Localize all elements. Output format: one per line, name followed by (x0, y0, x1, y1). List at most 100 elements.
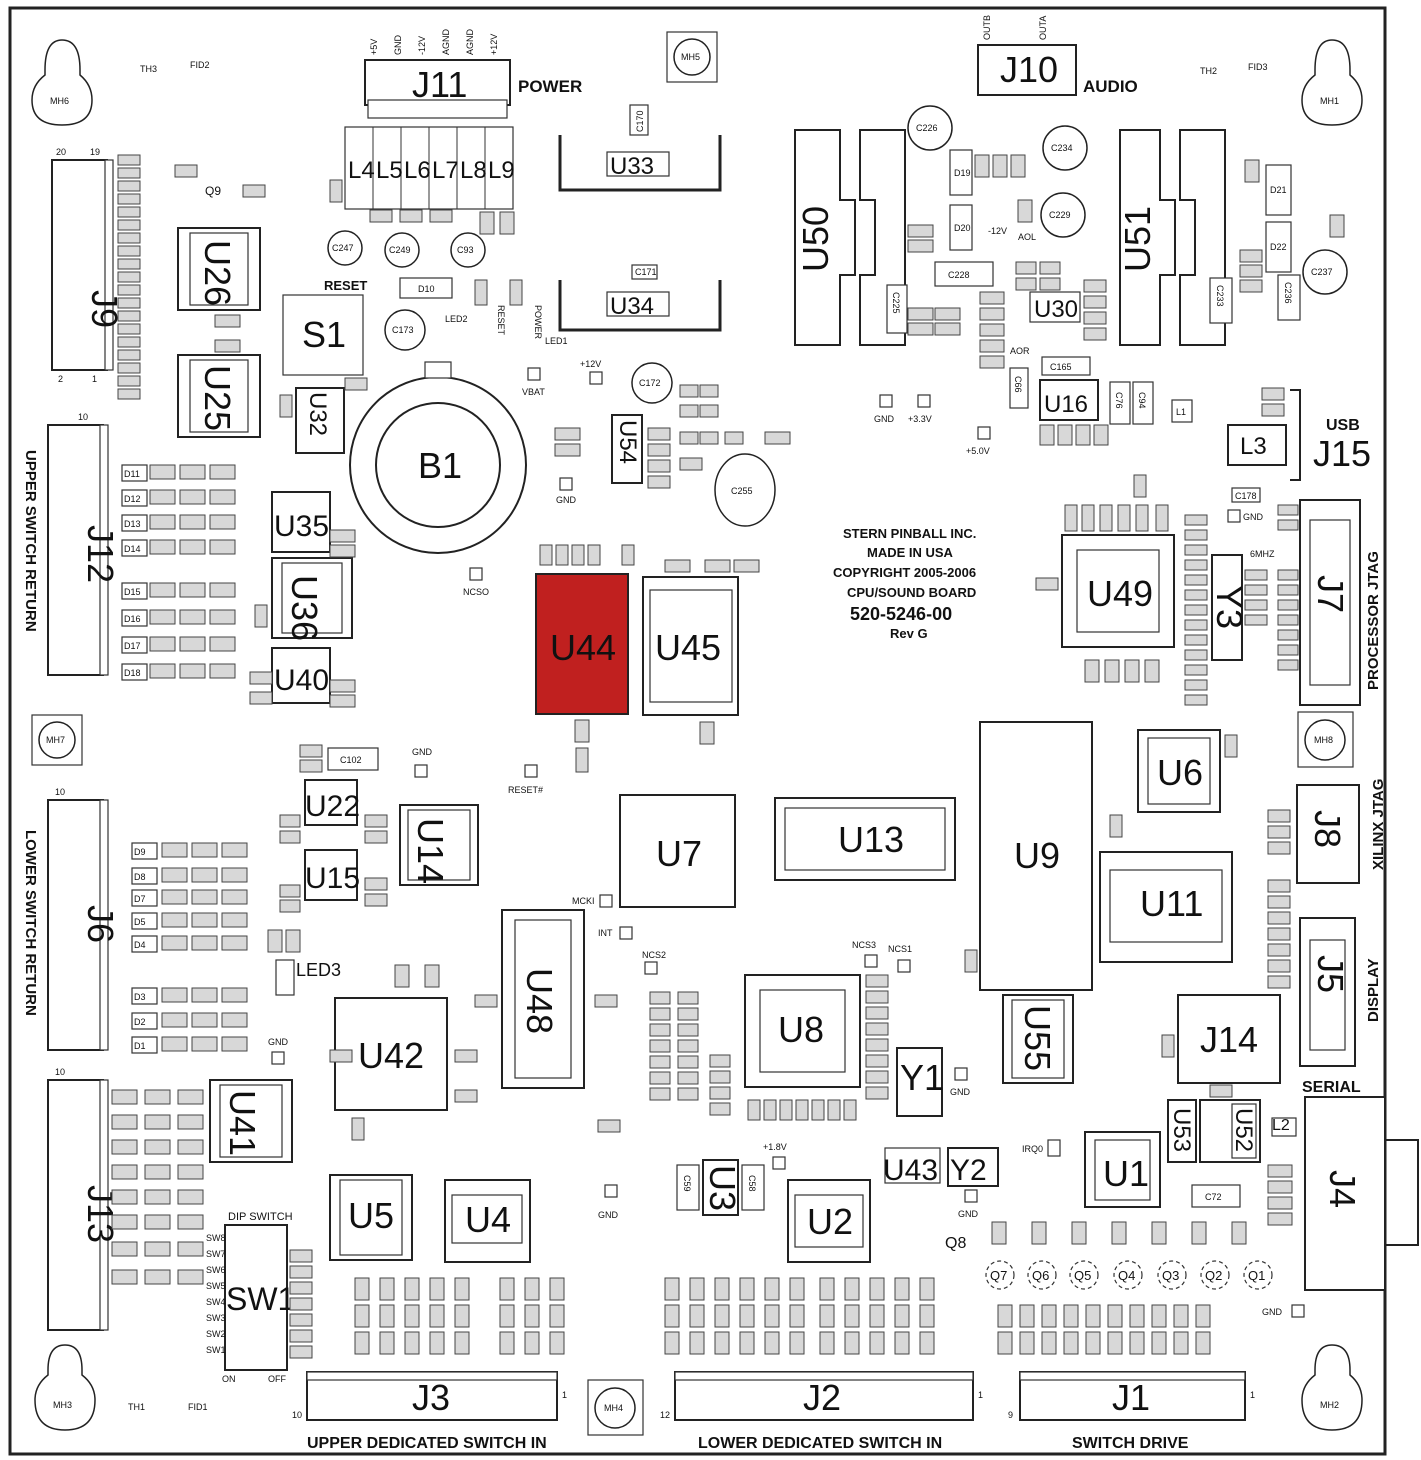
svg-text:L6: L6 (404, 157, 431, 184)
svg-text:U34: U34 (610, 293, 654, 320)
svg-text:+12V: +12V (580, 359, 601, 369)
testpoint-ncso: NCSO (463, 567, 489, 597)
cap-c59: C59 (676, 1164, 700, 1211)
svg-text:J9: J9 (84, 290, 125, 328)
svg-text:+3.3V: +3.3V (908, 414, 932, 424)
svg-text:B1: B1 (418, 445, 462, 486)
svg-text:U14: U14 (410, 818, 451, 884)
svg-text:SW2: SW2 (206, 1329, 226, 1339)
svg-text:U45: U45 (655, 627, 721, 668)
connector-j11: J11 POWER +5V GND -12V AGND AGND +12V (364, 28, 582, 119)
svg-text:MH4: MH4 (604, 1403, 623, 1413)
testpoint-reset: RESET# (508, 764, 543, 795)
dip-switch-sw1: SW1 DIP SWITCH ON OFF SW8 SW7 SW6 SW5 SW… (206, 1211, 295, 1384)
svg-text:J3: J3 (412, 1377, 450, 1418)
svg-text:ON: ON (222, 1374, 236, 1384)
crystal-y1: Y1 (896, 1047, 944, 1117)
svg-text:MADE IN USA: MADE IN USA (867, 545, 954, 560)
cap-c172: C172 (631, 362, 673, 404)
chip-u54: U54 (611, 414, 643, 484)
connector-j14: J14 (1177, 994, 1281, 1084)
mounting-hole-mh2: MH2 (1301, 1344, 1363, 1431)
svg-text:NCS3: NCS3 (852, 940, 876, 950)
crystal-y2: Y2 (947, 1147, 999, 1187)
svg-text:U42: U42 (358, 1035, 424, 1076)
chip-u45: U45 (642, 576, 739, 716)
svg-text:C255: C255 (731, 486, 753, 496)
testpoint-gnd-8: GND (1262, 1304, 1305, 1318)
transistor-q9: Q9 (205, 184, 221, 198)
label-led-power: POWER (533, 305, 543, 340)
connector-j13: J13 10 (47, 1067, 121, 1331)
svg-text:C229: C229 (1049, 210, 1071, 220)
svg-text:U54: U54 (614, 420, 641, 464)
cap-c229: C229 (1040, 192, 1086, 238)
svg-text:COPYRIGHT 2005-2006: COPYRIGHT 2005-2006 (833, 565, 976, 580)
svg-text:GND: GND (1262, 1307, 1283, 1317)
chip-u26: U26 (177, 227, 261, 311)
diode-d22: D22 (1265, 221, 1292, 273)
svg-text:C93: C93 (457, 245, 474, 255)
board-silkscreen-info: STERN PINBALL INC. MADE IN USA COPYRIGHT… (833, 526, 976, 641)
svg-text:CPU/SOUND BOARD: CPU/SOUND BOARD (847, 585, 976, 600)
svg-text:D2: D2 (134, 1017, 146, 1027)
svg-text:C225: C225 (891, 292, 901, 314)
svg-text:SW8: SW8 (206, 1233, 226, 1243)
testpoint-gnd-1: GND (556, 477, 577, 505)
resistor-rows-upper (149, 464, 236, 679)
svg-text:OUTB: OUTB (982, 15, 992, 40)
connector-j3: J3 10 1 UPPER DEDICATED SWITCH IN (292, 1371, 567, 1452)
pad-cluster-right-top (1239, 159, 1345, 417)
chip-u3: U3 (702, 1159, 743, 1216)
cap-c228: C228 (934, 261, 994, 287)
svg-text:L8: L8 (460, 157, 487, 184)
chip-u4: U4 (444, 1179, 531, 1263)
inductor-l1: L1 (1171, 399, 1193, 423)
svg-text:J14: J14 (1200, 1019, 1258, 1060)
testpoint-gnd-7: GND (958, 1189, 979, 1219)
svg-text:DISPLAY: DISPLAY (1365, 958, 1382, 1022)
svg-text:U5: U5 (348, 1195, 394, 1236)
mounting-hole-mh3: MH3 (34, 1344, 96, 1431)
svg-text:U36: U36 (284, 575, 325, 641)
svg-text:U26: U26 (197, 240, 238, 306)
svg-text:GND: GND (412, 747, 433, 757)
svg-text:U51: U51 (1117, 206, 1158, 272)
svg-text:D11: D11 (124, 469, 140, 479)
svg-text:12: 12 (660, 1410, 670, 1420)
svg-text:D22: D22 (1270, 242, 1287, 252)
svg-text:AUDIO: AUDIO (1083, 77, 1138, 96)
svg-text:1: 1 (562, 1390, 567, 1400)
label-led2: LED2 (445, 314, 468, 324)
svg-text:J12: J12 (80, 525, 121, 583)
transistor-row: Q7 Q6 Q5 Q4 Q3 Q2 Q1 (985, 1260, 1273, 1290)
svg-text:Y3: Y3 (1209, 585, 1250, 629)
svg-text:U35: U35 (274, 510, 329, 543)
svg-text:520-5246-00: 520-5246-00 (850, 604, 952, 624)
svg-text:J8: J8 (1307, 810, 1348, 848)
svg-text:D12: D12 (124, 494, 141, 504)
chip-u44-highlighted[interactable]: U44 (535, 573, 629, 715)
svg-text:C234: C234 (1051, 143, 1073, 153)
svg-text:MH7: MH7 (46, 735, 65, 745)
label-led-reset: RESET (496, 305, 506, 336)
cap-c72: C72 (1191, 1184, 1241, 1208)
svg-text:D17: D17 (124, 641, 141, 651)
label-th2: TH2 (1200, 66, 1217, 76)
testpoint-gnd-2: GND (874, 394, 895, 424)
svg-text:J5: J5 (1310, 955, 1351, 993)
testpoint-vbat: VBAT (522, 367, 545, 397)
chip-u35: U35 (271, 491, 331, 553)
svg-text:D20: D20 (954, 223, 971, 233)
testpoint-ncs2: NCS2 (642, 950, 666, 975)
testpoint-5v: +5.0V (966, 426, 991, 456)
connector-j4: J4 SERIAL (1302, 1079, 1386, 1291)
chip-u1: U1 (1084, 1131, 1161, 1208)
testpoint-ncs1: NCS1 (888, 944, 912, 973)
svg-text:U40: U40 (274, 664, 329, 697)
chip-u49: U49 (1061, 534, 1175, 648)
svg-text:J1: J1 (1112, 1377, 1150, 1418)
svg-text:SERIAL: SERIAL (1302, 1079, 1361, 1096)
svg-text:D19: D19 (954, 168, 971, 178)
diode-d19: D19 (949, 149, 973, 196)
